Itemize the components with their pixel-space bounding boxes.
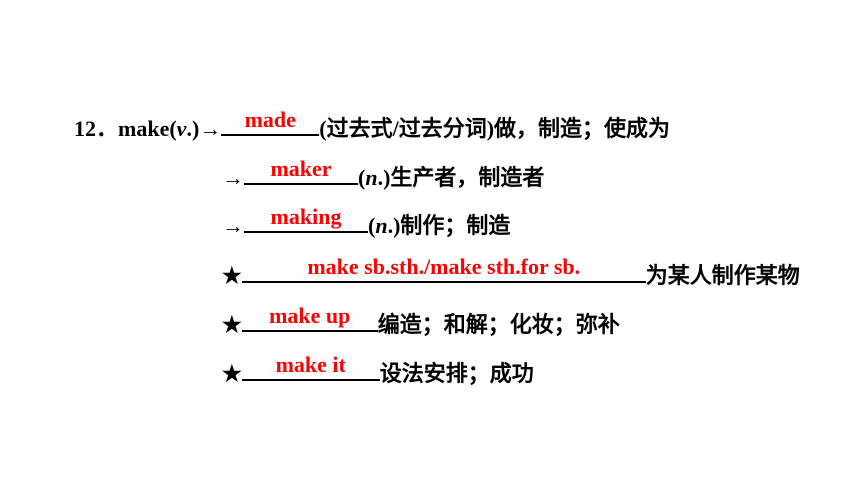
derivative-row: → making (n.)制作；制造: [222, 204, 511, 240]
meaning-text: 设法安排；成功: [379, 361, 534, 386]
headword: make(: [118, 116, 177, 141]
answer-text: make up: [269, 303, 351, 328]
meaning-text: 制作；制造: [400, 213, 511, 238]
arrow-icon: →: [199, 116, 222, 141]
meaning-text: 生产者，制造者: [390, 165, 545, 190]
answer-text: made: [244, 107, 296, 132]
pos-open: (: [368, 213, 376, 238]
arrow-icon: →: [222, 165, 244, 190]
star-icon: ★: [222, 263, 242, 288]
part-of-speech: v: [176, 116, 187, 141]
answer-text: make sb.sth./make sth.for sb.: [307, 254, 581, 279]
answer-blank: make up: [241, 303, 378, 332]
arrow-icon: →: [222, 213, 244, 238]
meaning-text: (过去式/过去分词)做，制造；使成为: [319, 116, 671, 141]
answer-blank: make sb.sth./make sth.for sb.: [241, 254, 646, 283]
star-icon: ★: [222, 361, 242, 386]
answer-text: making: [270, 204, 342, 229]
phrase-row: ★ make sb.sth./make sth.for sb. 为某人制作某物: [222, 254, 800, 290]
meaning-text: 为某人制作某物: [645, 263, 800, 288]
answer-blank: making: [244, 204, 368, 233]
part-of-speech: n: [365, 165, 378, 190]
answer-text: make it: [275, 352, 346, 377]
pos-close: .): [387, 213, 401, 238]
pos-open: (: [358, 165, 366, 190]
part-of-speech: n: [375, 213, 388, 238]
item-number: 12．: [74, 116, 119, 141]
phrase-row: ★ make up 编造；和解；化妆；弥补: [222, 303, 620, 339]
derivative-row: → maker (n.)生产者，制造者: [222, 156, 545, 192]
answer-blank: maker: [244, 156, 358, 185]
answer-blank: make it: [241, 352, 380, 381]
item-12-line: 12．make(v.)→ made (过去式/过去分词)做，制造；使成为: [74, 107, 671, 143]
meaning-text: 编造；和解；化妆；弥补: [377, 312, 620, 337]
phrase-row: ★ make it 设法安排；成功: [222, 352, 534, 388]
answer-text: maker: [270, 156, 332, 181]
star-icon: ★: [222, 312, 242, 337]
part-of-speech-close: .): [186, 116, 200, 141]
answer-blank: made: [221, 107, 320, 136]
pos-close: .): [377, 165, 391, 190]
